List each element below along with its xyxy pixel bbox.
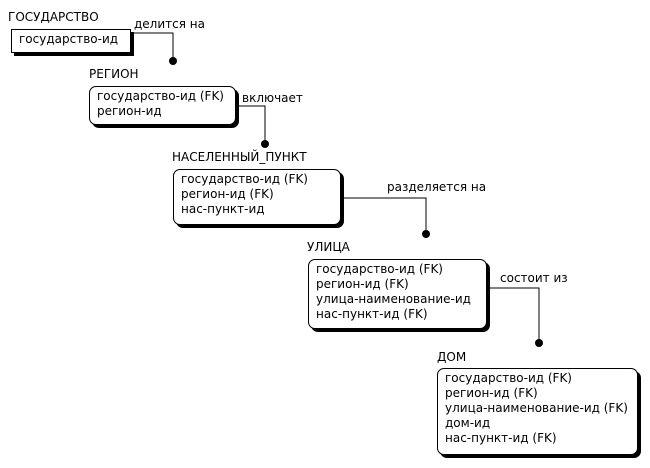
- entity-attribute: регион-ид (FK): [181, 187, 274, 201]
- entity-region[interactable]: государство-ид (FK) регион-ид: [89, 86, 236, 125]
- relationship-label-vklyuchaet: включает: [242, 91, 303, 105]
- entity-title-region: РЕГИОН: [89, 67, 139, 81]
- entity-title-gosudarstvo: ГОСУДАРСТВО: [8, 10, 99, 24]
- relationship-label-razdelyaetsya-na: разделяется на: [387, 180, 487, 194]
- relationship-line-delitsya-na: [131, 32, 174, 61]
- entity-attribute: государство-ид (FK): [316, 262, 443, 276]
- entity-attribute: нас-пункт-ид: [181, 202, 265, 216]
- entity-attribute: регион-ид (FK): [445, 386, 538, 400]
- entity-attribute: нас-пункт-ид (FK): [445, 431, 557, 445]
- relationship-end-dot: [535, 339, 543, 347]
- relationship-end-dot: [261, 140, 269, 148]
- relationship-end-dot: [422, 230, 430, 238]
- entity-naselenny-punkt[interactable]: государство-ид (FK) регион-ид (FK) нас-п…: [173, 169, 341, 225]
- entity-attribute: дом-ид: [445, 416, 491, 430]
- entity-attribute: улица-наименование-ид: [316, 292, 471, 306]
- entity-title-naselenny-punkt: НАСЕЛЕННЫЙ_ПУНКТ: [172, 150, 307, 164]
- relationship-line-razdelyaetsya-na: [341, 197, 427, 234]
- entity-attribute: регион-ид: [97, 104, 162, 118]
- entity-attribute: нас-пункт-ид (FK): [316, 307, 428, 321]
- entity-attribute: государство-ид (FK): [445, 371, 572, 385]
- entity-dom[interactable]: государство-ид (FK) регион-ид (FK) улица…: [437, 368, 638, 455]
- entity-attribute: регион-ид (FK): [316, 277, 409, 291]
- relationship-label-delitsya-na: делится на: [134, 17, 205, 31]
- relationship-end-dot: [169, 57, 177, 65]
- entity-attribute: государство-ид: [19, 32, 119, 46]
- entity-ulitsa[interactable]: государство-ид (FK) регион-ид (FK) улица…: [308, 259, 487, 329]
- entity-attribute: улица-наименование-ид (FK): [445, 401, 628, 415]
- entity-gosudarstvo[interactable]: государство-ид: [11, 29, 131, 53]
- relationship-line-sostoit-iz: [487, 287, 540, 343]
- entity-attribute: государство-ид (FK): [181, 172, 308, 186]
- entity-title-ulitsa: УЛИЦА: [307, 240, 350, 254]
- entity-attribute: государство-ид (FK): [97, 89, 224, 103]
- relationship-label-sostoit-iz: состоит из: [500, 271, 568, 285]
- relationship-line-vklyuchaet: [236, 105, 266, 144]
- entity-title-dom: ДОМ: [437, 350, 467, 364]
